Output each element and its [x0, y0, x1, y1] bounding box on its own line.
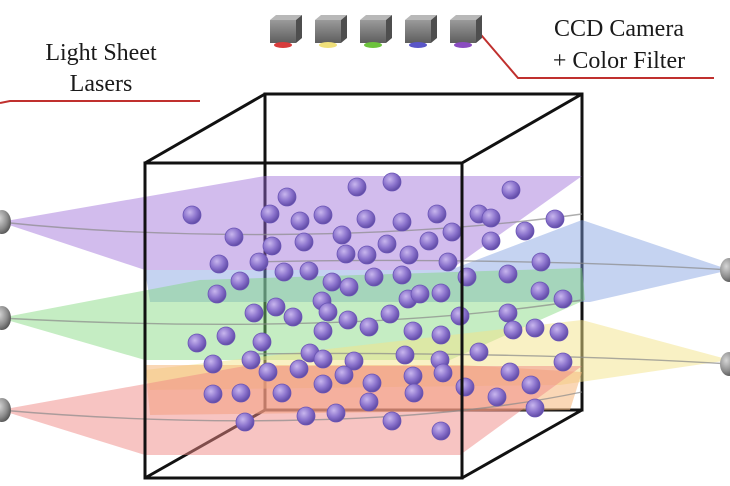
color-filter-yellow: [319, 42, 337, 48]
laser-sources-right: [720, 258, 730, 376]
camera-label-line2: + Color Filter: [553, 48, 685, 74]
laser-left-bottom: [0, 398, 11, 422]
particles: [182, 172, 573, 441]
camera-green-filter: [360, 15, 392, 48]
cube-front-edges: [143, 161, 583, 480]
ccd-camera-label: CCD Camera + Color Filter: [553, 16, 685, 74]
lasers-pointer-line: [0, 100, 200, 104]
camera-blue-filter: [405, 15, 437, 48]
color-filter-purple: [454, 42, 472, 48]
light-sheet-lasers-label: Light Sheet Lasers: [45, 40, 157, 97]
laser-left-middle: [0, 306, 11, 330]
color-filter-green: [364, 42, 382, 48]
camera-purple-filter: [450, 15, 482, 48]
lasers-label-line2: Lasers: [70, 71, 133, 97]
sheet-blue: [145, 220, 730, 302]
camera-yellow-filter: [315, 15, 347, 48]
laser-right-top: [720, 258, 730, 282]
camera-red-filter: [270, 15, 302, 48]
laser-right-bottom: [720, 352, 730, 376]
ccd-cameras: [270, 15, 482, 48]
laser-left-top: [0, 210, 11, 234]
color-filter-red: [274, 42, 292, 48]
laser-sources-left: [0, 210, 11, 422]
color-filter-blue: [409, 42, 427, 48]
camera-pointer-line: [475, 28, 714, 79]
sheet-red: [0, 366, 582, 455]
camera-label-line1: CCD Camera: [554, 16, 684, 42]
lasers-label-line1: Light Sheet: [45, 40, 157, 66]
